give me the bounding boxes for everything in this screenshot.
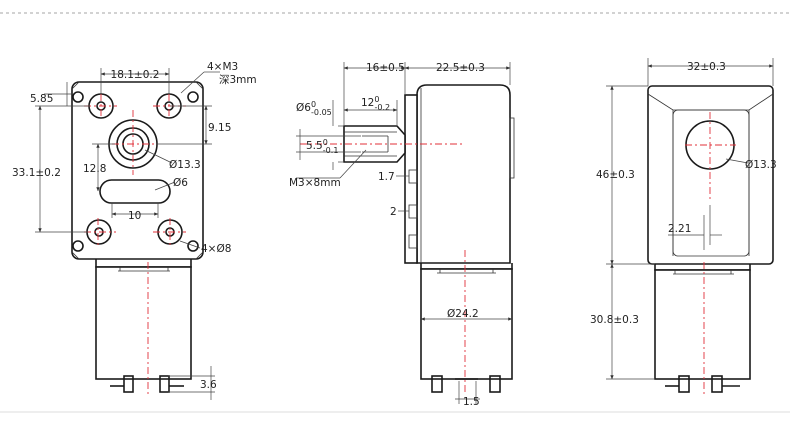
- dim-flat: 5.50-0.1: [306, 138, 338, 155]
- gearbox-side: [416, 84, 511, 264]
- thread-callout: 4×M3: [207, 61, 238, 73]
- dim-body-len: 22.5±0.3: [436, 62, 485, 74]
- dim-offset: 5.85: [30, 93, 53, 105]
- dim-motor-dia: Ø24.2: [447, 308, 479, 320]
- dim-bore: Ø13.3: [745, 159, 777, 171]
- dim-slot-offset: 12.8: [83, 163, 106, 175]
- dim-terminal-front: 3.6: [200, 379, 217, 391]
- slot: [99, 179, 171, 204]
- dim-end-width: 32±0.3: [687, 61, 726, 73]
- dim-screw: M3×8mm: [289, 177, 341, 189]
- dim-d1: 1.7: [378, 171, 395, 183]
- dim-shaft-dia-side: Ø60-0.05: [296, 100, 332, 117]
- dim-slot-dia: Ø6: [173, 177, 188, 189]
- dim-shaft-len: 16±0.5: [366, 62, 405, 74]
- front-view: 18.1±0.2 4×M3 深3mm 5.85 9.15 33.1±0.2 Ø1…: [12, 61, 257, 400]
- dim-end-offset: 2.21: [668, 223, 691, 235]
- dim-slot-len: 10: [128, 210, 141, 222]
- dim-motor-len: 30.8±0.3: [590, 314, 639, 326]
- thread-depth: 深3mm: [219, 74, 257, 86]
- gearbox-face: [71, 81, 204, 260]
- motor-body-side: [420, 268, 513, 380]
- dim-d2: 2: [390, 206, 397, 218]
- dim-front-height: 33.1±0.2: [12, 167, 61, 179]
- dim-upper-offset: 9.15: [208, 122, 231, 134]
- dim-front-width: 18.1±0.2: [111, 69, 160, 81]
- gearbox-end: [647, 85, 774, 265]
- dim-end-height: 46±0.3: [596, 169, 635, 181]
- motor-body-end: [654, 269, 751, 380]
- side-view: 16±0.5 22.5±0.3 Ø60-0.05 120-0.2 5.50-0.…: [289, 62, 515, 408]
- motor-body-front: [95, 266, 192, 380]
- output-shaft: [343, 125, 406, 163]
- dim-shaft-dia: Ø13.3: [169, 159, 201, 171]
- dim-len12: 120-0.2: [361, 95, 390, 112]
- end-view: 32±0.3 46±0.3 30.8±0.3 Ø13.3 2.21: [590, 58, 777, 395]
- dim-holes: 4×Ø8: [201, 243, 231, 255]
- dim-terminal-side: 1.5: [463, 396, 480, 408]
